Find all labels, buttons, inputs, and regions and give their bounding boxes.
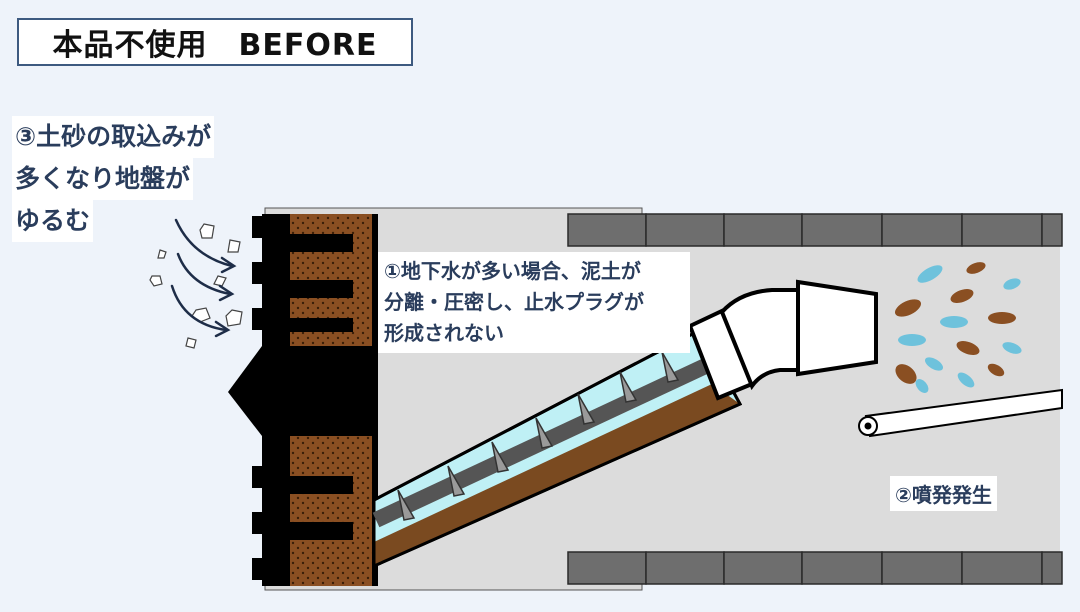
note-soil-line3: ゆるむ <box>12 200 94 242</box>
note-groundwater-line1: ①地下水が多い場合、泥土が <box>384 259 641 283</box>
segment-rings-top <box>567 213 1063 247</box>
note-groundwater: ①地下水が多い場合、泥土が 分離・圧密し、止水プラグが 形成されない <box>378 252 690 353</box>
discharge-outlet <box>687 279 878 401</box>
soil-particles <box>149 223 243 349</box>
note-groundwater-line2: 分離・圧密し、止水プラグが <box>384 290 644 314</box>
spray-drops <box>894 262 1022 393</box>
note-blowout: ②噴発発生 <box>890 476 997 511</box>
screw-conveyor <box>372 327 743 569</box>
note-groundwater-line3: 形成されない <box>384 321 504 345</box>
segment-rings-bottom <box>567 551 1063 585</box>
cutter-head <box>228 214 378 586</box>
pipe <box>858 388 1063 438</box>
page-title: 本品不使用 BEFORE <box>17 18 413 66</box>
note-soil-line1: ③土砂の取込みが <box>12 116 215 158</box>
note-soil-loosening: ③土砂の取込みが 多くなり地盤が ゆるむ <box>12 116 255 242</box>
note-soil-line2: 多くなり地盤が <box>12 158 194 200</box>
inflow-arrows <box>170 218 237 338</box>
